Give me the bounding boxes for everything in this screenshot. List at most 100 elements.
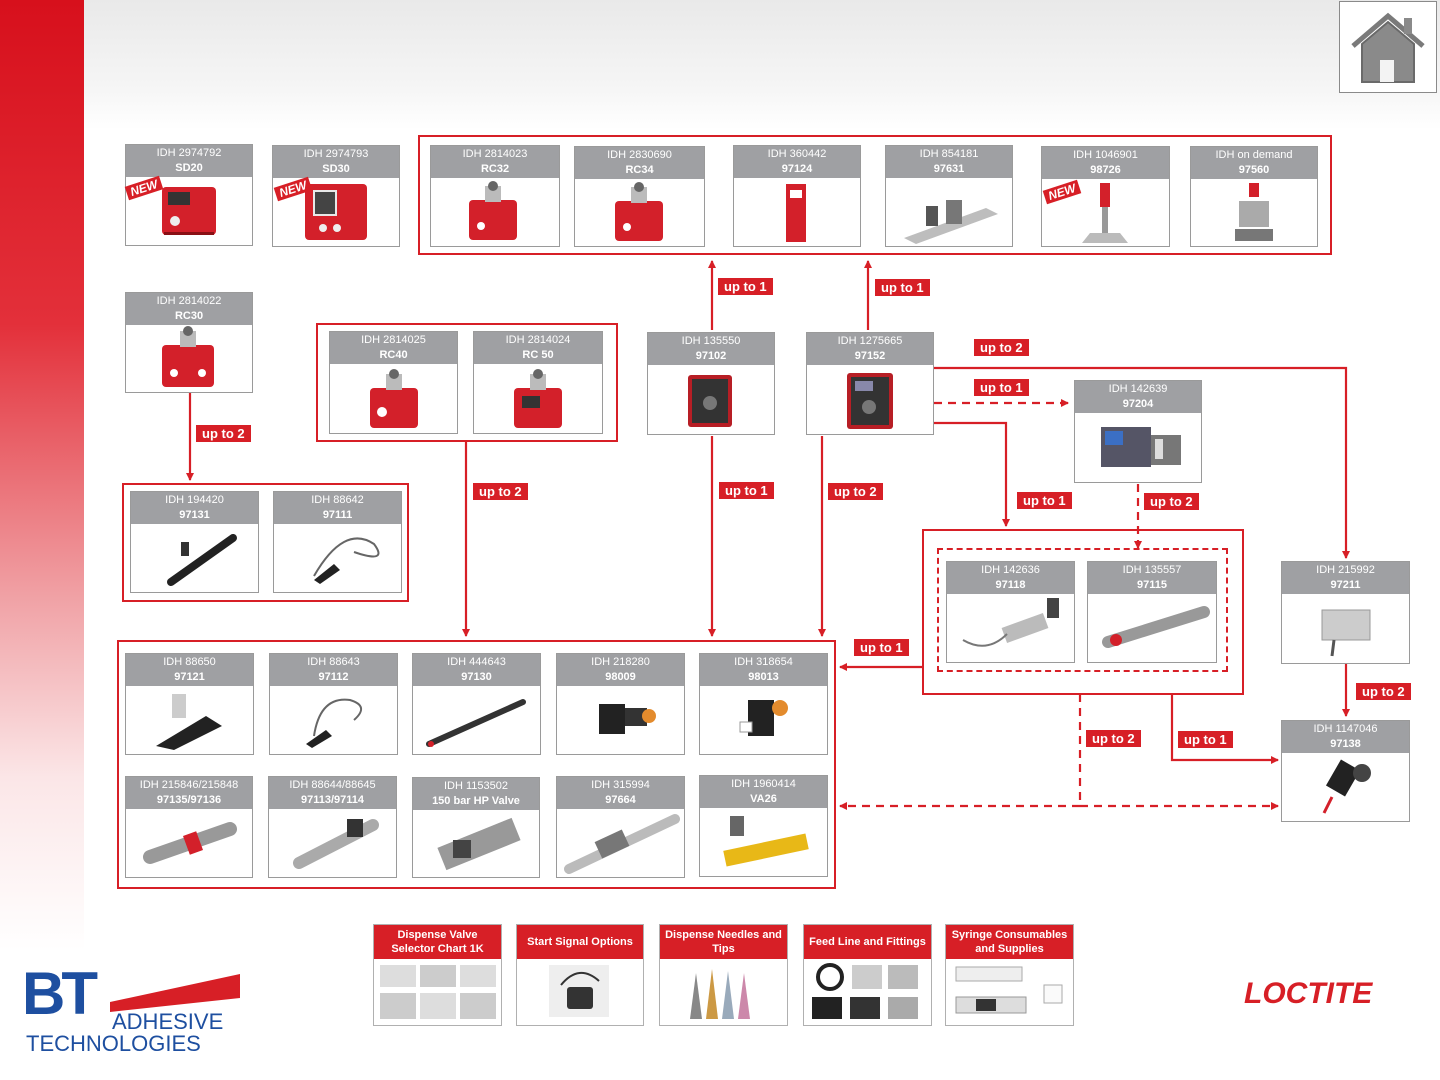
quantity-label: up to 1 bbox=[854, 639, 909, 656]
controller-image bbox=[575, 179, 704, 246]
card-code: 97118 bbox=[995, 579, 1026, 591]
card-idh: IDH 444643 bbox=[447, 656, 506, 668]
card-idh: IDH 88644/88645 bbox=[289, 779, 376, 791]
left-accent-bar bbox=[0, 0, 84, 1080]
card-idh: IDH 135557 bbox=[1122, 564, 1182, 576]
bt-logo-letters: BT bbox=[22, 960, 98, 1027]
card-code: RC34 bbox=[625, 164, 654, 176]
bt-logo-line1: ADHESIVE bbox=[112, 1009, 224, 1034]
card-code: 97102 bbox=[695, 350, 727, 362]
card-idh: IDH 194420 bbox=[165, 494, 224, 506]
card-code: VA26 bbox=[750, 793, 777, 805]
card-code: RC30 bbox=[174, 310, 204, 322]
controller-image bbox=[273, 178, 399, 246]
card-idh: IDH 215992 bbox=[1316, 564, 1375, 576]
card-idh: IDH 2974793 bbox=[303, 148, 369, 160]
card-code: 97631 bbox=[933, 163, 965, 175]
card-code: 97121 bbox=[174, 671, 205, 683]
controller-image bbox=[126, 325, 252, 392]
controller-image bbox=[431, 178, 559, 246]
quantity-label: up to 2 bbox=[1144, 493, 1199, 510]
syringe-consumables-link[interactable]: Syringe Consumables and Supplies bbox=[945, 924, 1074, 1026]
card-idh: IDH 2814022 bbox=[156, 295, 222, 307]
product-card-97124[interactable]: IDH 360442 97124 bbox=[733, 145, 861, 247]
card-code: 98009 bbox=[605, 671, 636, 683]
card-idh: IDH 318654 bbox=[734, 656, 793, 668]
product-card-97560[interactable]: IDH on demand 97560 bbox=[1190, 146, 1318, 247]
card-idh: IDH 142636 bbox=[981, 564, 1040, 576]
start-signal-options-link[interactable]: Start Signal Options bbox=[516, 924, 644, 1026]
card-code: 97138 bbox=[1330, 738, 1361, 750]
card-idh: IDH on demand bbox=[1215, 149, 1293, 161]
product-card-97130[interactable]: IDH 444643 97130 bbox=[412, 653, 541, 755]
product-card-97211[interactable]: IDH 215992 97211 bbox=[1281, 561, 1410, 664]
hand-valves-group bbox=[122, 483, 409, 602]
pump-image bbox=[1042, 179, 1169, 246]
card-code: 97124 bbox=[781, 163, 813, 175]
tile-title: Dispense Valve Selector Chart 1K bbox=[374, 925, 501, 959]
product-card-98009[interactable]: IDH 218280 98009 bbox=[556, 653, 685, 755]
product-card-97135[interactable]: IDH 215846/215848 97135/97136 bbox=[125, 776, 253, 878]
card-idh: IDH 215846/215848 bbox=[139, 779, 239, 791]
card-idh: IDH 315994 bbox=[591, 779, 650, 791]
product-card-97138[interactable]: IDH 1147046 97138 bbox=[1281, 720, 1410, 822]
home-button[interactable] bbox=[1339, 1, 1437, 93]
card-code: SD20 bbox=[175, 162, 203, 174]
dispense-needles-link[interactable]: Dispense Needles and Tips bbox=[659, 924, 788, 1026]
tile-title: Syringe Consumables and Supplies bbox=[946, 925, 1073, 959]
tile-title: Dispense Needles and Tips bbox=[660, 925, 787, 959]
quantity-label: up to 2 bbox=[1356, 683, 1411, 700]
card-code: 97211 bbox=[1330, 579, 1361, 591]
card-code: 97115 bbox=[1137, 579, 1167, 591]
quantity-label: up to 2 bbox=[828, 483, 883, 500]
card-idh: IDH 854181 bbox=[919, 148, 979, 160]
product-card-98013[interactable]: IDH 318654 98013 bbox=[699, 653, 828, 755]
valve-selector-chart-link[interactable]: Dispense Valve Selector Chart 1K bbox=[373, 924, 502, 1026]
card-code: 97135/97136 bbox=[156, 794, 222, 806]
card-code: 98013 bbox=[748, 671, 779, 683]
card-idh: IDH 1147046 bbox=[1313, 723, 1378, 735]
valve-image bbox=[947, 594, 1074, 662]
quantity-label: up to 1 bbox=[974, 379, 1029, 396]
card-code: 97560 bbox=[1238, 164, 1270, 176]
quantity-label: up to 2 bbox=[196, 425, 251, 442]
product-card-97118[interactable]: IDH 142636 97118 bbox=[946, 561, 1075, 663]
valve-image bbox=[269, 809, 396, 877]
card-idh: IDH 360442 bbox=[767, 148, 827, 160]
card-idh: IDH 88643 bbox=[307, 656, 360, 668]
card-idh: IDH 218280 bbox=[591, 656, 650, 668]
card-code: 97152 bbox=[854, 350, 886, 362]
product-card-97115[interactable]: IDH 135557 97115 bbox=[1087, 561, 1217, 663]
right-valve-group bbox=[922, 529, 1244, 695]
pump-image bbox=[1191, 179, 1317, 246]
card-code: RC 50 bbox=[522, 349, 554, 361]
fittings-image bbox=[812, 963, 918, 1019]
feed-line-fittings-link[interactable]: Feed Line and Fittings bbox=[803, 924, 932, 1026]
needles-image bbox=[690, 969, 750, 1019]
foot-pedal-image bbox=[549, 965, 609, 1017]
card-code: 97130 bbox=[461, 671, 492, 683]
product-card-97631[interactable]: IDH 854181 97631 bbox=[885, 145, 1013, 247]
valve-image bbox=[1282, 594, 1409, 663]
bt-adhesive-logo: BT ADHESIVE TECHNOLOGIES bbox=[22, 964, 252, 1058]
